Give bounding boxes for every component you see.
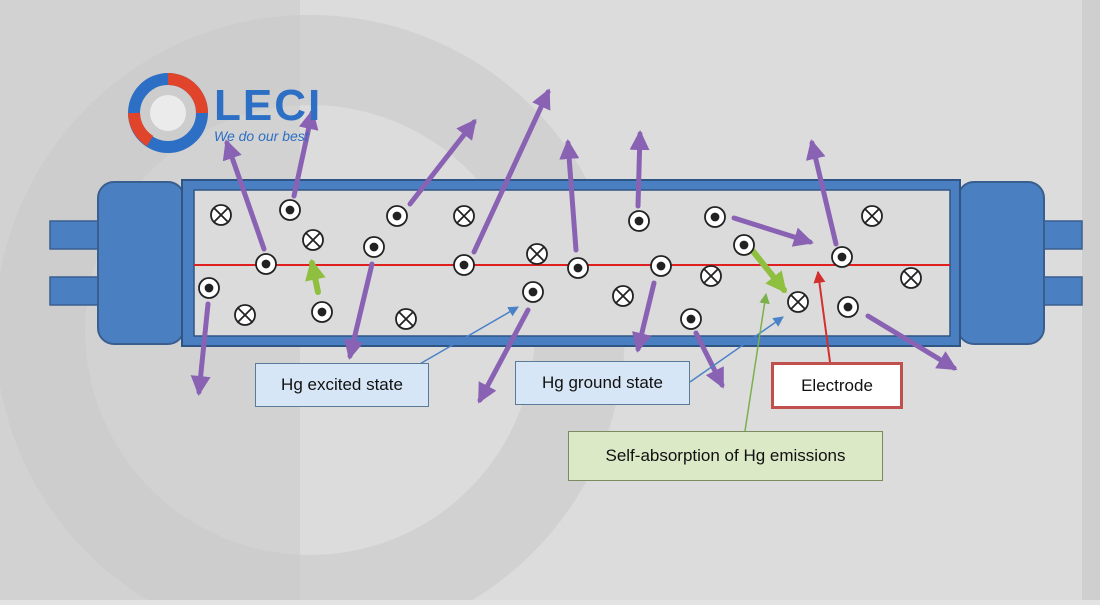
photon-arrow (559, 139, 580, 253)
excited-atom-symbol (453, 254, 475, 276)
ground-atom-symbol (787, 291, 809, 313)
left-end-cap (97, 181, 185, 345)
excited-atoms (198, 199, 859, 330)
ground-state-pointer (689, 316, 784, 383)
photon-arrow (632, 280, 657, 353)
ground-atom-symbol (453, 205, 475, 227)
excited-atom-symbol (680, 308, 702, 330)
ground-atom-symbol (900, 267, 922, 289)
photon-arrow (190, 301, 211, 396)
excited-atom-symbol (831, 246, 853, 268)
excited-atom-symbol (733, 234, 755, 256)
excited-atom-symbol (255, 253, 277, 275)
absorption-arrow (749, 247, 787, 294)
self-absorption-label: Self-absorption of Hg emissions (568, 431, 883, 481)
excited-atom-symbol (386, 205, 408, 227)
brand-name: LECI (214, 81, 323, 130)
ground-atoms (210, 204, 922, 330)
excited-atom-symbol (311, 301, 333, 323)
photon-arrow (805, 139, 839, 247)
photon-arrow (477, 307, 531, 404)
photon-arrow (693, 330, 725, 389)
photon-arrow (407, 118, 477, 207)
self-absorption-arrows (305, 247, 787, 295)
excited-atom-symbol (567, 257, 589, 279)
right-pin-bottom (1039, 276, 1083, 306)
excited-atom-symbol (650, 255, 672, 277)
excited-atom-symbol (837, 296, 859, 318)
left-pin-bottom (49, 276, 101, 306)
photon-arrow (629, 130, 650, 209)
ground-atom-symbol (526, 243, 548, 265)
self-absorption-pointer (744, 292, 770, 432)
excited-atom-symbol (363, 236, 385, 258)
photon-arrow (343, 261, 375, 360)
excited-atom-symbol (279, 199, 301, 221)
photon-arrow (865, 313, 958, 371)
ground-atom-symbol (861, 205, 883, 227)
hg-excited-state-label: Hg excited state (255, 363, 429, 407)
excited-atom-symbol (198, 277, 220, 299)
ground-atom-symbol (210, 204, 232, 226)
label-pointers (417, 270, 831, 432)
electrode-label: Electrode (771, 362, 903, 409)
photon-arrow (731, 215, 814, 247)
leci-logo-icon (128, 73, 208, 153)
photon-arrow (471, 88, 551, 255)
ground-atom-symbol (612, 285, 634, 307)
right-pin-top (1039, 220, 1083, 250)
excited-atom-symbol (628, 210, 650, 232)
electrode-pointer (813, 270, 831, 363)
hg-ground-state-label: Hg ground state (515, 361, 690, 405)
photon-arrows (190, 88, 958, 404)
absorption-arrow (305, 258, 326, 295)
brand-slogan: We do our best (214, 128, 309, 144)
ground-atom-symbol (302, 229, 324, 251)
left-pin-top (49, 220, 101, 250)
excited-state-pointer (417, 306, 519, 366)
excited-atom-symbol (522, 281, 544, 303)
ground-atom-symbol (395, 308, 417, 330)
ground-atom-symbol (700, 265, 722, 287)
right-end-cap (957, 181, 1045, 345)
ground-atom-symbol (234, 304, 256, 326)
excited-atom-symbol (704, 206, 726, 228)
photon-arrow (222, 139, 267, 252)
photon-arrow (291, 109, 319, 199)
